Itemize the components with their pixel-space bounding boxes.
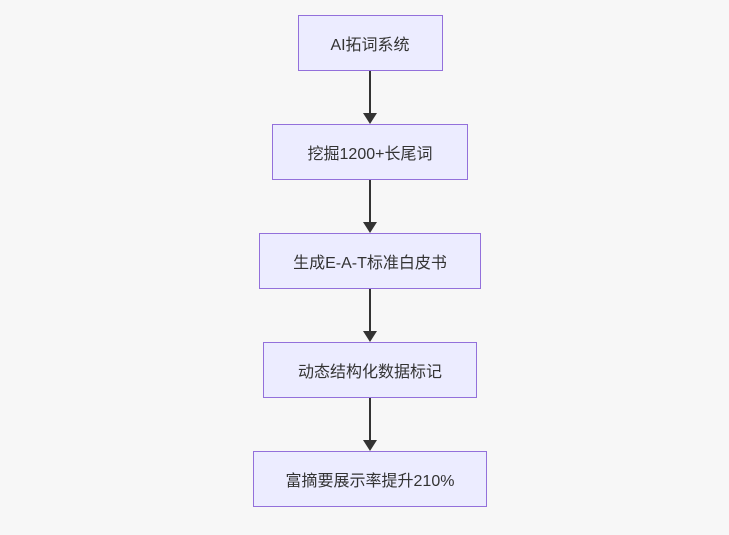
flowchart-node-eat-whitepaper: 生成E-A-T标准白皮书 xyxy=(259,233,481,289)
edge-line xyxy=(369,289,371,332)
flowchart-node-structured-data-markup: 动态结构化数据标记 xyxy=(263,342,477,398)
flowchart-node-rich-snippet-result: 富摘要展示率提升210% xyxy=(253,451,487,507)
flowchart-node-longtail-mining: 挖掘1200+长尾词 xyxy=(272,124,468,180)
arrowhead-down-icon xyxy=(363,113,377,124)
flowchart-edge-3-4 xyxy=(363,289,377,342)
flowchart-edge-2-3 xyxy=(363,180,377,233)
arrowhead-down-icon xyxy=(363,331,377,342)
node-label: 生成E-A-T标准白皮书 xyxy=(293,255,447,272)
flowchart-node-ai-keyword-system: AI拓词系统 xyxy=(297,15,443,71)
flowchart: AI拓词系统 挖掘1200+长尾词 生成E-A-T标准白皮书 动态结构化数据标记… xyxy=(253,15,487,507)
flowchart-edge-4-5 xyxy=(363,398,377,451)
node-label: 挖掘1200+长尾词 xyxy=(307,146,433,163)
arrowhead-down-icon xyxy=(363,440,377,451)
arrowhead-down-icon xyxy=(363,222,377,233)
flowchart-edge-1-2 xyxy=(363,71,377,124)
edge-line xyxy=(369,180,371,223)
edge-line xyxy=(369,71,371,114)
node-label: AI拓词系统 xyxy=(330,37,410,54)
node-label: 动态结构化数据标记 xyxy=(297,364,442,381)
edge-line xyxy=(369,398,371,441)
node-label: 富摘要展示率提升210% xyxy=(285,473,455,490)
